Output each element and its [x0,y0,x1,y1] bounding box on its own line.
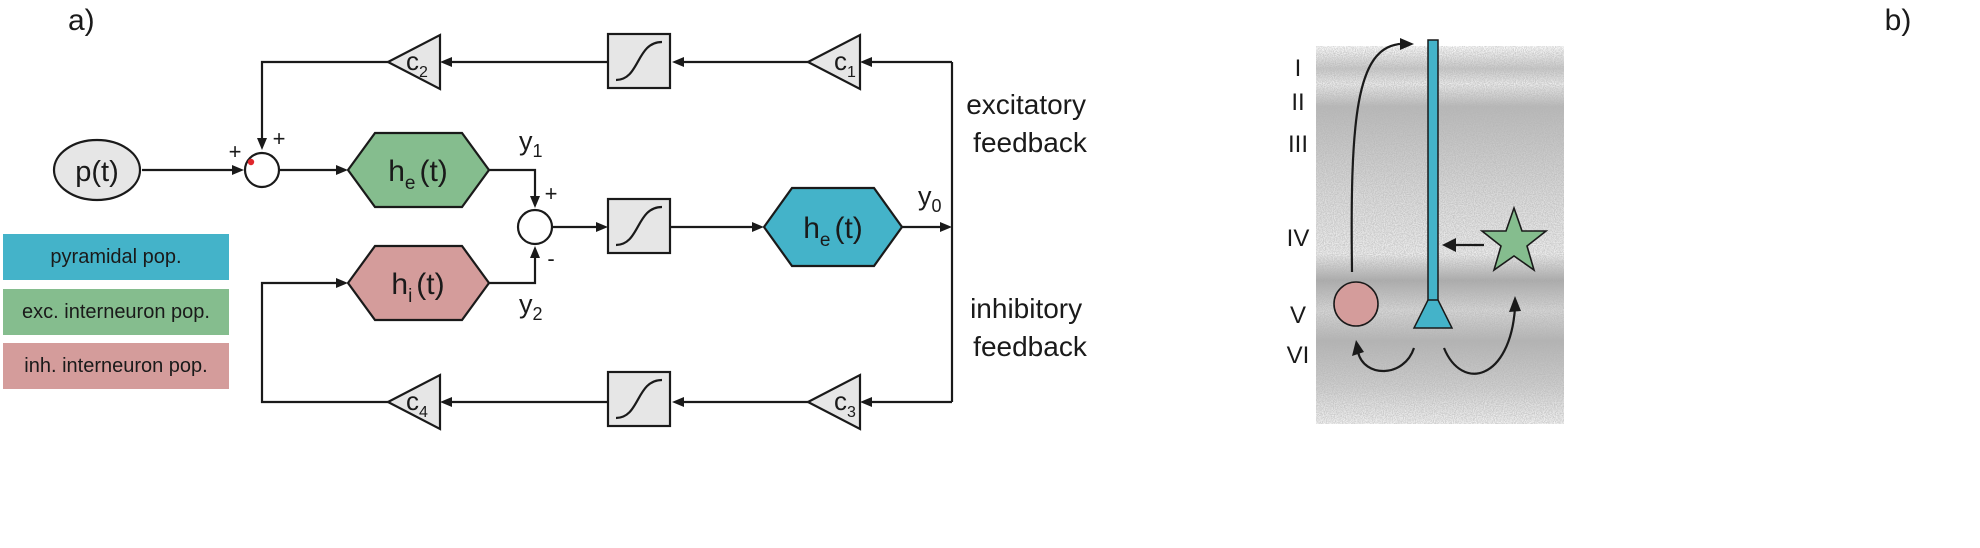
gain-c2: c2 [385,33,442,91]
panel-b-label: b) [1885,4,1912,37]
layer-label-5: V [1290,302,1306,329]
sigmoid-box-top [606,32,672,90]
layer-label-2: II [1291,89,1304,116]
layer-label-3: III [1288,131,1308,158]
svg-text:he(t): he(t) [388,155,448,194]
layer-labels: I II III IV V VI [1287,55,1310,369]
inh-interneuron-cell [1333,281,1379,327]
svg-text:c3: c3 [834,386,856,421]
svg-text:he(t): he(t) [803,212,863,251]
wires [142,57,954,407]
legend-pyramidal: pyramidal pop. [3,234,229,280]
layer-label-1: I [1295,55,1302,82]
pyramidal-neuron [1412,39,1454,329]
projection-arrows [1350,38,1521,375]
sign-minus-mid: - [547,246,554,271]
signal-y2: y2 [519,289,543,324]
svg-text:c1: c1 [834,46,856,81]
svg-text:p(t): p(t) [75,156,119,188]
sign-plus-left: + [229,139,242,164]
exc-interneuron-block: he(t) [346,131,491,209]
inhibitory-feedback-label: inhibitory feedback [970,293,1090,362]
sign-plus-mid: + [545,181,558,206]
gain-c4: c4 [385,373,442,431]
input-node: p(t) [52,138,142,202]
panel-a-label: a) [68,4,95,37]
excitatory-feedback-label: excitatory feedback [966,89,1094,158]
pyramidal-block: he(t) [762,186,904,268]
sum-junction-top: + + [229,126,286,189]
svg-text:c2: c2 [406,46,428,81]
svg-text:c4: c4 [406,386,428,421]
sigmoid-box-mid [606,197,672,255]
legend-inh-interneuron: inh. interneuron pop. [3,343,229,389]
gain-c1: c1 [805,33,862,91]
signal-y1: y1 [519,126,543,161]
sign-plus-top: + [273,126,286,151]
gain-c3: c3 [805,373,862,431]
layer-label-4: IV [1287,225,1310,252]
inh-interneuron-block: hi(t) [346,244,491,322]
signal-y0: y0 [918,181,942,216]
svg-text:hi(t): hi(t) [391,268,444,307]
layer-label-6: VI [1287,342,1310,369]
legend-exc-interneuron: exc. interneuron pop. [3,289,229,335]
sigmoid-box-bottom [606,370,672,428]
exc-interneuron-star [1479,205,1549,272]
sum-junction-mid: + - [516,181,558,271]
